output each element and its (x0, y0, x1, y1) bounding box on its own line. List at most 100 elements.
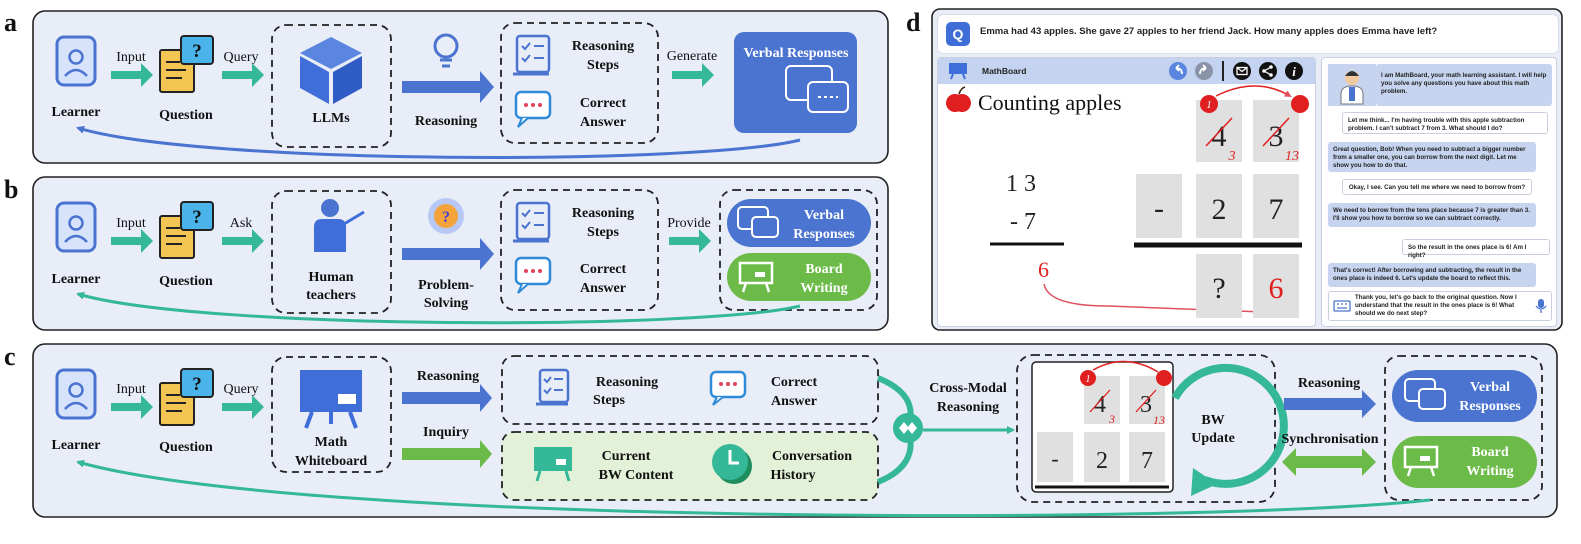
conversation-history-line1: Conversation (772, 449, 852, 464)
reasoning-steps-line2: Steps (593, 393, 625, 408)
math-whiteboard-line1: Math (315, 435, 348, 450)
question-bar: Q Emma had 43 apples. She gave 27 apples… (937, 14, 1559, 54)
question-text: Emma had 43 apples. She gave 27 apples t… (980, 26, 1438, 37)
minus-sign: - (1154, 192, 1164, 225)
clock-icon (712, 444, 752, 484)
mini-cell (1084, 432, 1120, 482)
speech-bubbles-icon (785, 65, 849, 113)
cross-modal-line2: Reasoning (937, 400, 999, 415)
checklist-icon (513, 34, 551, 76)
grid-cell (1253, 174, 1299, 238)
board-icon (534, 447, 572, 482)
human-teachers-line2: teachers (306, 288, 356, 303)
chat-bubbles-icon (514, 256, 552, 294)
cube-icon (300, 37, 362, 104)
svg-text:?: ? (192, 374, 202, 395)
borrow-arc (1092, 360, 1159, 373)
current-bw-line1: Current (602, 449, 651, 464)
problem-solving-line1: Problem- (418, 278, 474, 293)
mail-icon[interactable] (1232, 61, 1252, 81)
sub-tens: 2 (1096, 448, 1108, 474)
scratch-bottom: - 7 (1010, 209, 1036, 235)
chat-message-bot: That's correct! After borrowing and subt… (1328, 263, 1536, 287)
learner-icon (55, 368, 97, 420)
ask-label: Ask (230, 216, 253, 231)
answer-tens: ? (1212, 272, 1225, 305)
sub-tens: 2 (1212, 193, 1227, 226)
correct-answer-line1: Correct (580, 262, 627, 277)
svg-text:i: i (1292, 64, 1296, 79)
panel-label-d: d (906, 8, 921, 37)
board-canvas[interactable]: Counting apples 1 3 - 7 6 1 4 3 3 13 - 2… (938, 84, 1315, 326)
reasoning-label: Reasoning (417, 369, 479, 384)
sub-ones: 7 (1269, 193, 1284, 226)
update-cycle-arrow (1171, 363, 1288, 488)
borrow-circle (1291, 95, 1309, 113)
correct-answer-line1: Correct (771, 375, 818, 390)
correct-answer-line2: Answer (580, 115, 626, 130)
whiteboard-icon (300, 370, 362, 429)
redo-icon[interactable] (1194, 61, 1214, 81)
output-box (1384, 355, 1543, 501)
mini-cell (1129, 432, 1165, 482)
svg-text:?: ? (192, 41, 202, 62)
question-icon: ? (159, 368, 214, 426)
question-icon: ? (159, 201, 214, 259)
reasoning-steps-line2: Steps (587, 58, 619, 73)
learner-icon (55, 35, 97, 87)
board-writing-line1: Board (1471, 445, 1509, 460)
generate-arrow (672, 63, 714, 87)
tens-small: 3 (1228, 149, 1236, 164)
share-icon[interactable] (1258, 61, 1278, 81)
borrow-digit: 1 (1206, 99, 1212, 111)
carry-arrow (1043, 283, 1265, 316)
ones-small: 13 (1153, 413, 1165, 427)
answer-box (500, 22, 659, 144)
conversation-history-line2: History (770, 468, 815, 483)
chat-message-bot: Great question, Bob! When you need to su… (1328, 142, 1536, 172)
microphone-icon[interactable] (1535, 298, 1547, 314)
board-icon (1403, 445, 1439, 477)
mathboard-toolbar: MathBoard i (938, 58, 1315, 84)
board-writing-pill (727, 253, 871, 301)
borrow-circle (1156, 370, 1172, 386)
llms-label: LLMs (312, 111, 350, 126)
inquiry-arrow (402, 440, 492, 468)
ask-arrow (222, 229, 264, 253)
reasoning-right-label: Reasoning (1298, 376, 1360, 391)
problem-solving-line2: Solving (424, 296, 468, 311)
human-teachers-box (271, 190, 392, 314)
tens-digit: 4 (1212, 120, 1227, 153)
panel-label-b: b (4, 175, 19, 204)
question-label: Question (159, 440, 213, 455)
scratch-result: 6 (1038, 257, 1049, 282)
learner-label: Learner (52, 105, 101, 120)
keyboard-icon[interactable] (1333, 300, 1351, 312)
reasoning-arrow (402, 384, 492, 412)
verbal-responses-line1: Verbal (1470, 380, 1510, 395)
checklist-icon (536, 368, 570, 406)
input-arrow (111, 229, 153, 253)
toolbar-divider (1222, 61, 1224, 81)
query-label: Query (224, 50, 259, 65)
speech-bubbles-icon (737, 206, 779, 238)
borrow-circle (1080, 370, 1096, 386)
output-box (719, 189, 878, 311)
info-icon[interactable]: i (1284, 61, 1304, 81)
undo-icon[interactable] (1168, 61, 1188, 81)
board-icon (949, 63, 967, 80)
minus-sign: - (1051, 446, 1058, 471)
reasoning-right-arrow (1284, 390, 1376, 418)
chat-input[interactable]: Thank you, let's go back to the original… (1328, 291, 1552, 321)
learner-icon (55, 201, 97, 253)
chat-input-text: Thank you, let's go back to the original… (1355, 294, 1517, 317)
grid-cell (1136, 174, 1182, 238)
query-arrow (222, 395, 264, 419)
teacher-icon (314, 199, 365, 252)
q-badge: Q (946, 22, 970, 46)
input-arrow (111, 63, 153, 87)
chat-message-user: So the result in the ones place is 6! Am… (1402, 239, 1550, 259)
feedback-arrow-a (76, 125, 801, 159)
reasoning-label: Reasoning (415, 114, 477, 129)
board-icon (738, 261, 774, 293)
